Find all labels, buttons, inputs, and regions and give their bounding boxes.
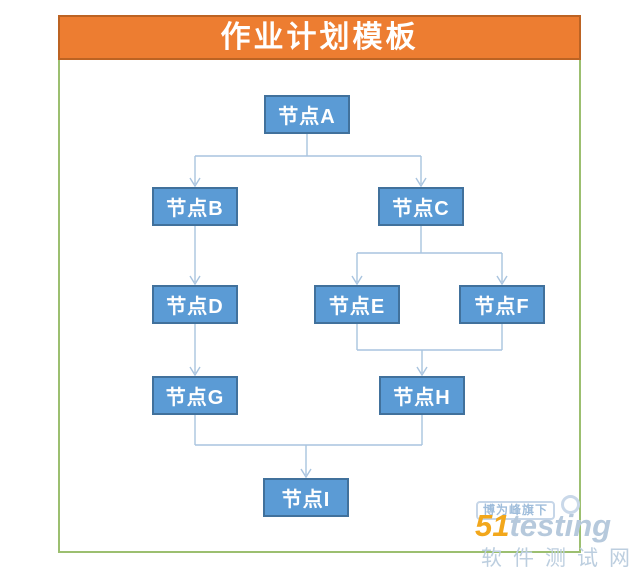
arrowhead-h — [416, 366, 428, 377]
watermark-logo-51: 51 — [475, 508, 510, 543]
flow-node-b-label: 节点B — [166, 198, 224, 220]
watermark-logo-ing: ing — [560, 495, 611, 543]
arrowhead-i — [300, 468, 312, 479]
title-banner: 作业计划模板 — [58, 15, 581, 60]
flow-node-d[interactable]: 节点D — [152, 285, 238, 324]
flow-node-b[interactable]: 节点B — [152, 187, 238, 226]
flow-node-e-label: 节点E — [328, 296, 386, 318]
flow-node-g-label: 节点G — [165, 387, 225, 409]
flow-node-a-label: 节点A — [278, 106, 336, 128]
flow-node-c[interactable]: 节点C — [378, 187, 464, 226]
watermark-site-name: 软件测试网 — [481, 547, 640, 570]
flow-node-f[interactable]: 节点F — [459, 285, 545, 324]
arrowhead-d — [189, 275, 201, 286]
arrowhead-g — [189, 366, 201, 377]
flow-node-h-label: 节点H — [393, 387, 451, 409]
flow-node-e[interactable]: 节点E — [314, 285, 400, 324]
flow-node-h[interactable]: 节点H — [379, 376, 465, 415]
flow-node-a[interactable]: 节点A — [264, 95, 350, 134]
flow-node-i[interactable]: 节点I — [263, 478, 349, 517]
watermark-badge: 博为峰旗下 — [476, 501, 556, 520]
arrowhead-f — [496, 275, 508, 286]
arrowhead-b — [189, 177, 201, 188]
arrowhead-e — [351, 275, 363, 286]
arrowhead-c — [415, 177, 427, 188]
flow-node-f-label: 节点F — [474, 296, 530, 318]
flow-node-i-label: 节点I — [281, 489, 331, 511]
flow-node-d-label: 节点D — [166, 296, 224, 318]
watermark-logo-test: test — [509, 508, 565, 543]
magnifier-icon — [560, 495, 580, 514]
flow-node-c-label: 节点C — [392, 198, 450, 220]
page-title: 作业计划模板 — [220, 20, 419, 54]
flow-node-g[interactable]: 节点G — [152, 376, 238, 415]
